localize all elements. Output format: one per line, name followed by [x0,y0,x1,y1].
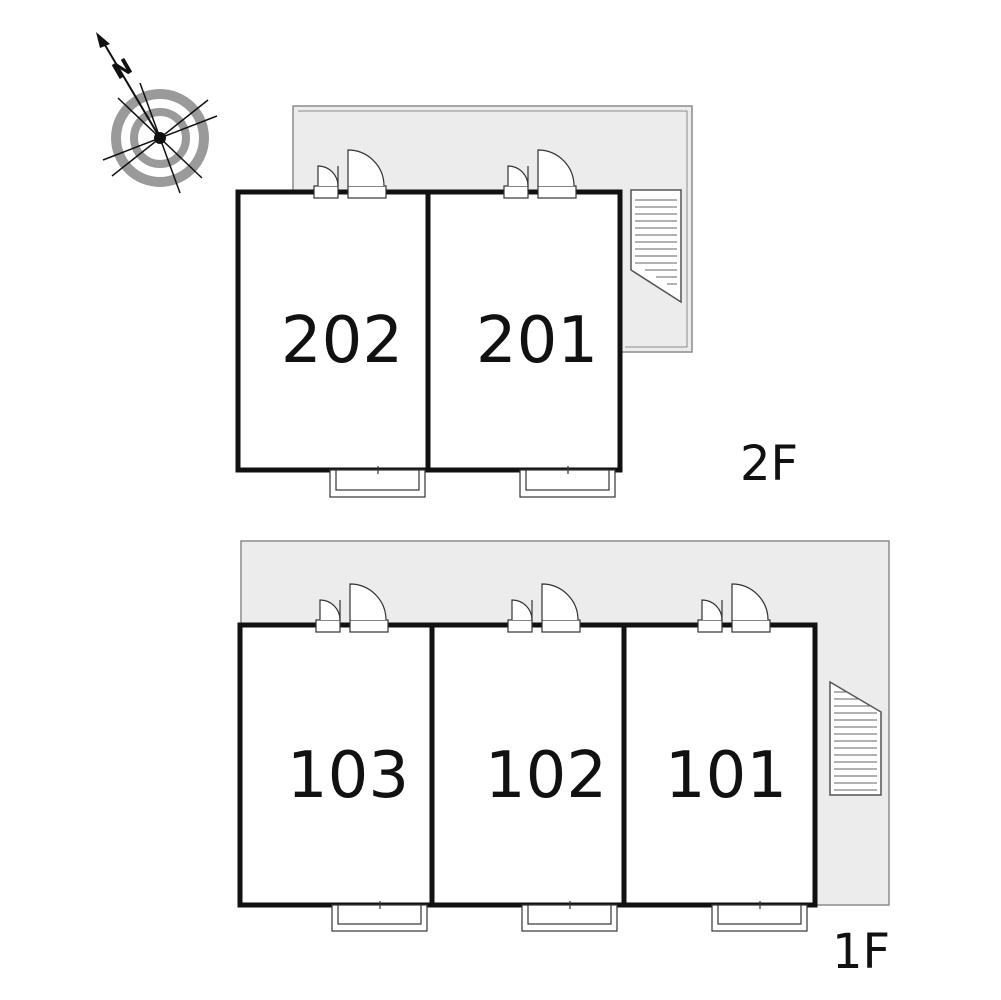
floor-label-1f: 1F [832,924,890,980]
balcony-icon [331,901,428,932]
north-arrow-icon [96,32,110,48]
floor-1f: 103 102 101 [237,540,890,980]
unit-102[interactable]: 102 [429,622,627,908]
staircase-1f [829,680,882,796]
unit-label-103: 103 [287,739,409,813]
unit-label-102: 102 [485,739,607,813]
balcony-icon [329,466,426,498]
compass-icon: N [96,32,218,194]
door-icon [503,149,577,199]
staircase-2f [630,189,682,304]
balcony-icon [711,901,808,932]
floor-2f: 202 201 [235,105,798,498]
floor-label-2f: 2F [740,436,798,492]
door-icon [507,583,581,633]
balcony-icon [521,901,618,932]
door-icon [315,583,389,633]
door-icon [313,149,387,199]
unit-label-101: 101 [665,739,787,813]
unit-103[interactable]: 103 [237,622,435,908]
unit-label-201: 201 [476,304,598,378]
unit-202[interactable]: 202 [235,189,431,473]
unit-label-202: 202 [281,304,403,378]
unit-201[interactable]: 201 [425,189,623,473]
unit-101[interactable]: 101 [621,622,818,908]
balcony-icon [519,466,616,498]
door-icon [697,583,771,633]
